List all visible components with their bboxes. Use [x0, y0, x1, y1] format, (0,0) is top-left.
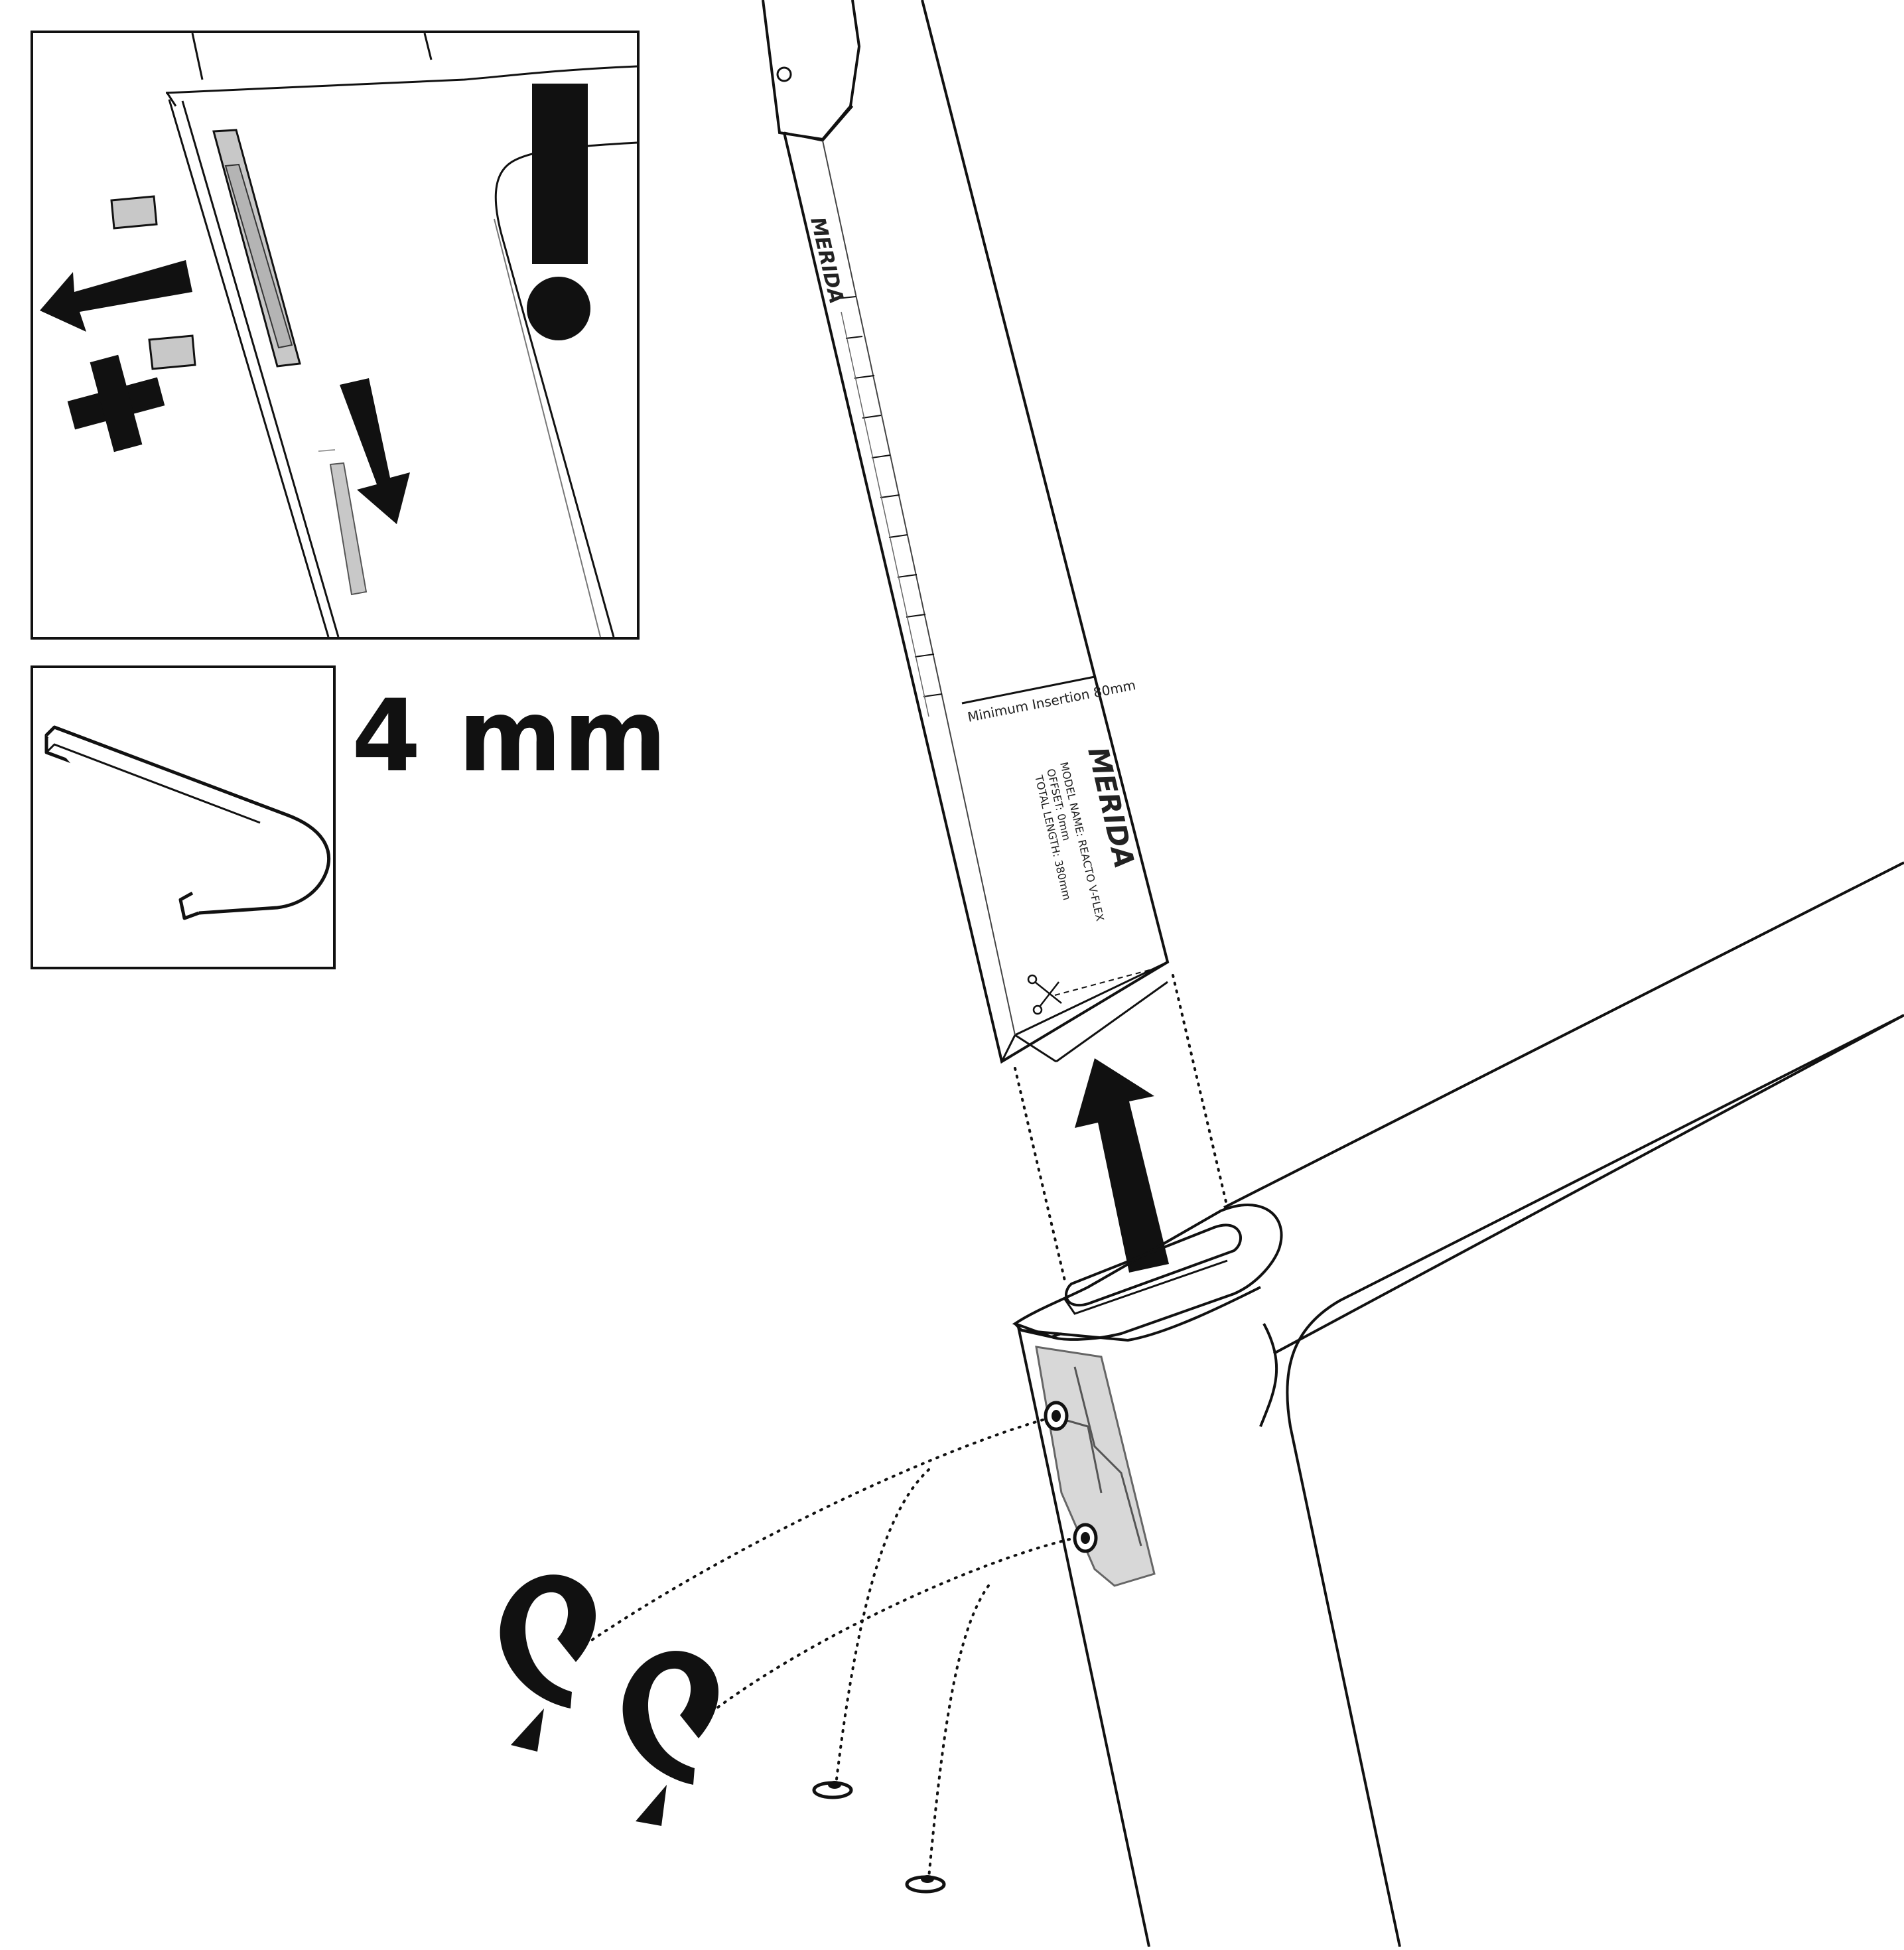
- rubber-plug: [110, 195, 158, 230]
- clamp-plates: [212, 129, 368, 596]
- bike-frame: [1012, 861, 1904, 1947]
- alignment-guides: [1014, 974, 1229, 1282]
- mounted-bolts: [1044, 1401, 1098, 1553]
- screw-icon: [812, 1781, 853, 1799]
- insert-up-arrow-icon: [1075, 1058, 1169, 1273]
- min-insertion-text: Minimum Insertion 80mm: [966, 677, 1137, 725]
- insertion-scale: [837, 296, 943, 717]
- scissors-icon: [1027, 974, 1062, 1015]
- cut-line: [1054, 968, 1155, 996]
- inset-detail-panel: [31, 31, 640, 640]
- counterclockwise-arrow-icon: [622, 1651, 718, 1826]
- exclamation-icon: [527, 84, 590, 340]
- bolt-guides: [582, 1419, 1071, 1879]
- cross-icon: [67, 354, 165, 453]
- min-insertion-line: [961, 675, 1095, 705]
- seatpost: MERIDA Minimum Insertion 80mm MERIDA MOD…: [762, 0, 1170, 1064]
- pull-out-arrow-icon: [40, 260, 192, 332]
- frame-clamp-plates: [1035, 1346, 1156, 1587]
- rubber-plug: [148, 334, 196, 370]
- tool-panel: [31, 665, 336, 969]
- allen-key-icon: [44, 725, 330, 920]
- counterclockwise-arrow-icon: [500, 1574, 596, 1752]
- screw-icon: [905, 1875, 946, 1894]
- slide-down-arrow-icon: [340, 378, 410, 524]
- tool-size-label: 4 mm: [352, 679, 669, 794]
- inset-frame-tubes: [165, 33, 638, 638]
